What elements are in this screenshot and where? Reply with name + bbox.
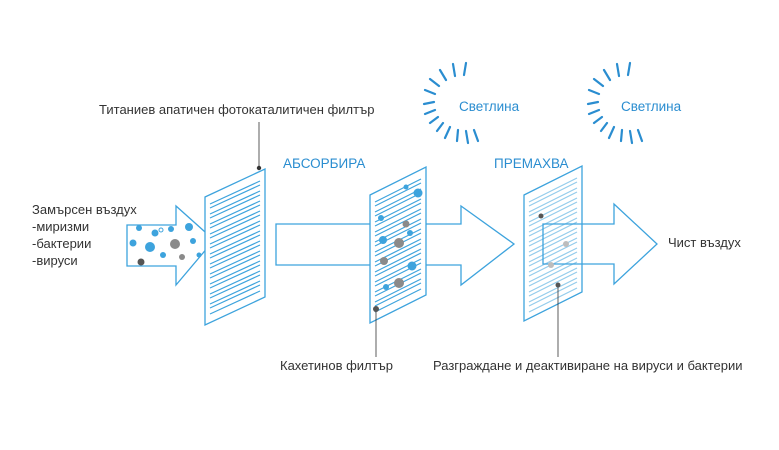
sun-rays-icon [422, 61, 480, 145]
catechin-filter-label: Кахетинов филтър [280, 358, 393, 373]
removes-label: ПРЕМАХВА [494, 156, 569, 171]
polluted-air-particles [129, 223, 202, 266]
clean-air-label: Чист въздух [668, 235, 741, 250]
degradation-filter [523, 164, 583, 323]
polluted-air-label: Замърсен въздух -миризми -бактерии -виру… [32, 201, 137, 269]
absorbs-label: АБСОРБИРА [283, 156, 366, 171]
polluted-air-title: Замърсен въздух [32, 202, 137, 217]
outlet-arrow [542, 202, 658, 286]
titanium-filter [204, 167, 266, 327]
catechin-filter [369, 165, 427, 325]
polluted-air-item-odors: -миризми [32, 219, 90, 234]
titanium-filter-label: Титаниев апатичен фотокаталитичен филтър [99, 102, 375, 117]
trapped-particles [378, 184, 423, 290]
sun-rays-icon [586, 61, 644, 145]
polluted-air-item-viruses: -вируси [32, 253, 78, 268]
light-label-2: Светлина [621, 99, 682, 114]
polluted-air-item-bacteria: -бактерии [32, 236, 92, 251]
light-label-1: Светлина [459, 99, 520, 114]
decomposition-label: Разграждане и деактивиране на вируси и б… [433, 358, 743, 373]
